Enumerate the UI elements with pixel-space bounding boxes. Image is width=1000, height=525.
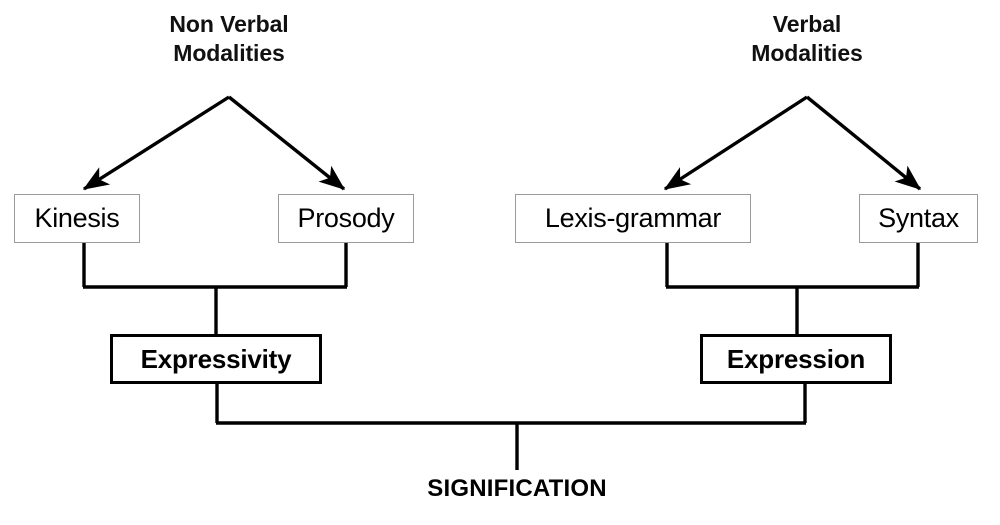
node-lexis-grammar: Lexis-grammar bbox=[515, 194, 751, 243]
root-label-signification: SIGNIFICATION bbox=[427, 475, 607, 502]
node-prosody: Prosody bbox=[278, 194, 414, 243]
group-title-verbal-modalities: Verbal Modalities bbox=[751, 11, 863, 66]
node-kinesis: Kinesis bbox=[14, 194, 140, 243]
arrow-nonverbal-to-kinesis bbox=[82, 95, 230, 191]
node-expression: Expression bbox=[700, 334, 892, 384]
node-syntax: Syntax bbox=[859, 194, 978, 243]
arrow-verbal-to-syntax bbox=[805, 95, 922, 191]
group-title-non-verbal-modalities: Non Verbal Modalities bbox=[169, 11, 289, 66]
node-expressivity: Expressivity bbox=[110, 334, 322, 384]
arrow-verbal-to-lexis-grammar bbox=[663, 95, 808, 191]
arrow-nonverbal-to-prosody bbox=[227, 95, 346, 191]
